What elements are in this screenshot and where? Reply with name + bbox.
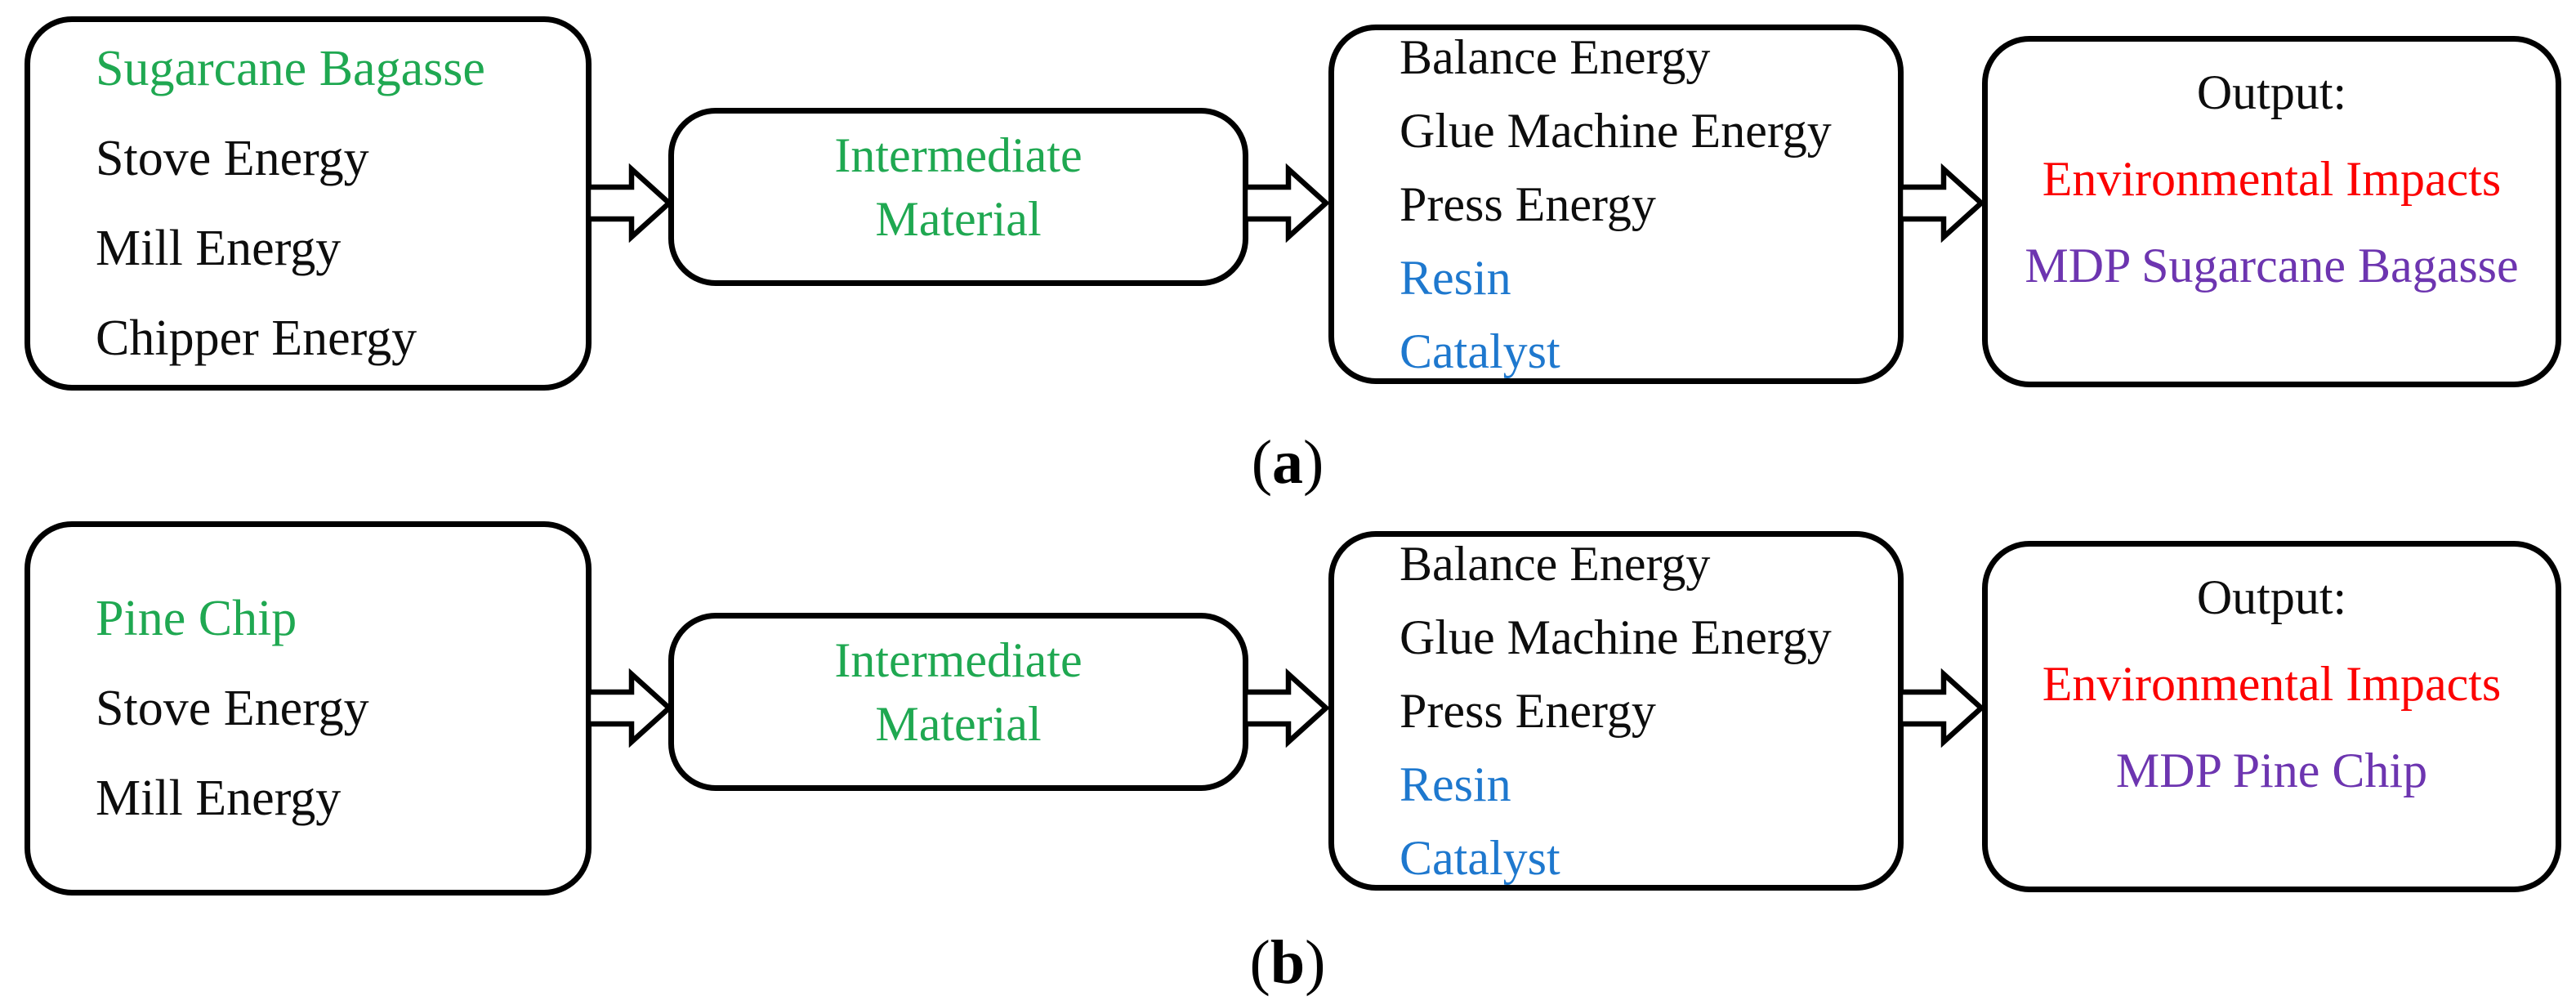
caption-paren: ( — [1251, 428, 1272, 497]
intermediate-material-box-a: Intermediate Material — [668, 108, 1248, 286]
output-line: Environmental Impacts — [2042, 657, 2502, 711]
process-line: Catalyst — [1400, 831, 1560, 885]
output-box-a: Output: Environmental Impacts MDP Sugarc… — [1982, 36, 2561, 387]
caption-letter: a — [1272, 428, 1303, 497]
caption-letter: b — [1270, 928, 1306, 997]
process-line: Balance Energy — [1400, 30, 1711, 84]
right-arrow-icon — [1243, 668, 1329, 748]
process-line: Glue Machine Energy — [1400, 104, 1832, 158]
input-box-a: Sugarcane Bagasse Stove Energy Mill Ener… — [25, 16, 592, 391]
output-line: Output: — [2196, 65, 2347, 119]
intermediate-line: Material — [875, 192, 1042, 246]
input-line: Mill Energy — [96, 770, 342, 826]
output-box-b: Output: Environmental Impacts MDP Pine C… — [1982, 541, 2561, 892]
process-line: Press Energy — [1400, 684, 1656, 738]
process-inputs-box-b: Balance Energy Glue Machine Energy Press… — [1328, 531, 1904, 891]
output-line: Output: — [2196, 570, 2347, 624]
process-line: Press Energy — [1400, 177, 1656, 231]
output-line: Environmental Impacts — [2042, 152, 2502, 206]
right-arrow-icon — [1898, 668, 1984, 748]
input-line: Chipper Energy — [96, 310, 417, 366]
intermediate-line: Material — [875, 697, 1042, 751]
caption-a: (a) — [1124, 422, 1451, 503]
input-line: Stove Energy — [96, 681, 369, 736]
caption-b: (b) — [1124, 922, 1451, 1003]
input-line: Sugarcane Bagasse — [96, 41, 485, 96]
process-line: Resin — [1400, 251, 1511, 305]
process-inputs-box-a: Balance Energy Glue Machine Energy Press… — [1328, 25, 1904, 384]
process-line: Glue Machine Energy — [1400, 610, 1832, 664]
right-arrow-icon — [586, 163, 672, 243]
process-line: Resin — [1400, 757, 1511, 811]
intermediate-material-box-b: Intermediate Material — [668, 613, 1248, 791]
right-arrow-icon — [1243, 163, 1329, 243]
caption-paren: ) — [1303, 428, 1324, 497]
right-arrow-icon — [1898, 163, 1984, 243]
caption-paren: ( — [1249, 928, 1270, 997]
caption-paren: ) — [1305, 928, 1326, 997]
output-line: MDP Sugarcane Bagasse — [2025, 239, 2519, 293]
right-arrow-icon — [586, 668, 672, 748]
input-line: Pine Chip — [96, 591, 297, 646]
output-line: MDP Pine Chip — [2115, 744, 2428, 797]
intermediate-line: Intermediate — [834, 633, 1083, 687]
input-line: Stove Energy — [96, 131, 369, 186]
process-line: Balance Energy — [1400, 537, 1711, 591]
input-line: Mill Energy — [96, 221, 342, 276]
intermediate-line: Intermediate — [834, 128, 1083, 182]
process-line: Catalyst — [1400, 324, 1560, 378]
input-box-b: Pine Chip Stove Energy Mill Energy — [25, 521, 592, 896]
